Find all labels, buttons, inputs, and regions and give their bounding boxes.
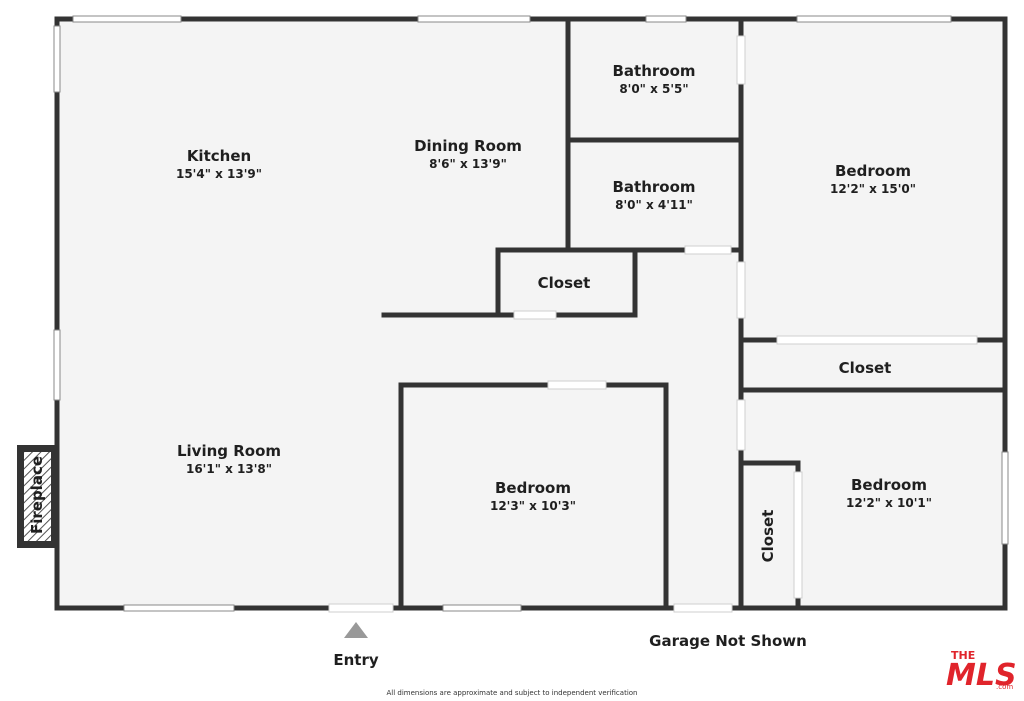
logo-mls: MLS: [946, 658, 1017, 693]
bedroom-1-label: Bedroom: [835, 162, 911, 180]
fireplace-label: Fireplace: [28, 456, 46, 534]
entry-label: Entry: [333, 651, 378, 669]
closet-1-label: Closet: [538, 274, 591, 292]
bedroom-3-dimensions: 12'2" x 10'1": [846, 496, 932, 510]
windows: [53, 15, 1009, 612]
closet-3-label: Closet: [759, 510, 777, 563]
living-room-label: Living Room: [177, 442, 281, 460]
bathroom-1-dimensions: 8'0" x 5'5": [619, 82, 688, 96]
mls-logo: THE MLS .com: [946, 649, 1017, 693]
kitchen-label: Kitchen: [187, 147, 251, 165]
door-openings: [328, 35, 978, 613]
bathroom-2-label: Bathroom: [612, 178, 695, 196]
dining-room-dimensions: 8'6" x 13'9": [429, 157, 507, 171]
fireplace: [17, 445, 55, 548]
garage-note: Garage Not Shown: [649, 632, 807, 650]
bathroom-1-label: Bathroom: [612, 62, 695, 80]
kitchen-dimensions: 15'4" x 13'9": [176, 167, 262, 181]
bedroom-2-label: Bedroom: [495, 479, 571, 497]
entry-arrow-icon: [344, 622, 368, 638]
bathroom-2-dimensions: 8'0" x 4'11": [615, 198, 693, 212]
bedroom-2-dimensions: 12'3" x 10'3": [490, 499, 576, 513]
closet-2-label: Closet: [839, 359, 892, 377]
logo-dotcom: .com: [996, 683, 1013, 691]
bedroom-3-label: Bedroom: [851, 476, 927, 494]
dining-room-label: Dining Room: [414, 137, 522, 155]
dimensions-disclaimer: All dimensions are approximate and subje…: [387, 689, 638, 697]
bedroom-1-dimensions: 12'2" x 15'0": [830, 182, 916, 196]
logo-the: THE: [951, 649, 975, 662]
living-room-dimensions: 16'1" x 13'8": [186, 462, 272, 476]
